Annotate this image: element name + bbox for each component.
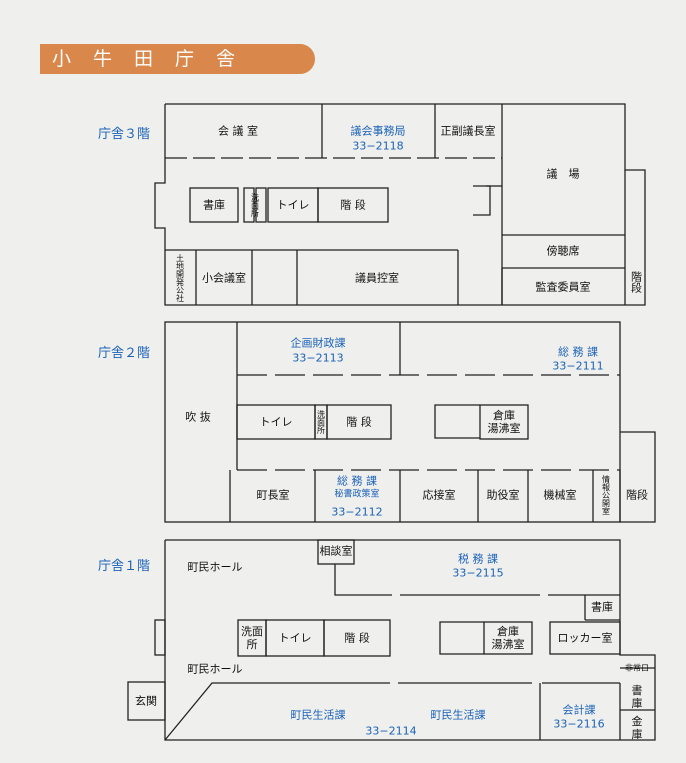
room-shokaigishitsu: 小会議室	[202, 271, 246, 285]
room-chomin-seikatsuka-tel: 33−2114	[365, 724, 417, 738]
room-soko-yuwakashi-2f: 倉庫 湯沸室	[487, 409, 521, 435]
page-title: 小牛田庁舎	[52, 48, 258, 70]
title-band	[40, 44, 315, 74]
floor-label-2f: 庁舎２階	[98, 346, 151, 361]
floor-3-plan	[154, 103, 646, 306]
room-hisho: 秘書政策室	[334, 489, 380, 500]
room-zeimuka-tel: 33−2115	[452, 566, 504, 580]
room-tochi-kaihatsu: 土地開発公社	[175, 254, 185, 302]
room-hijoguchi: 非常口	[625, 663, 649, 673]
room-kaidan-1f: 階 段	[344, 631, 370, 645]
floor-label-1f: 庁舎１階	[98, 559, 151, 574]
room-kinko: 金庫	[631, 715, 643, 741]
room-kikaku-zaiseika: 企画財政課	[290, 336, 346, 350]
room-jyoyakushitsu: 助役室	[486, 488, 520, 502]
room-bochoseki: 傍聴席	[546, 244, 580, 258]
room-chomin-hall-bottom: 町民ホール	[187, 662, 243, 676]
room-shoko-1f-2: 書庫	[631, 684, 643, 710]
room-kikaku-zaiseika-tel: 33−2113	[292, 351, 344, 365]
room-giin-hikaeshitsu: 議員控室	[355, 271, 399, 285]
room-somuka: 総 務 課	[558, 345, 598, 359]
room-toilet-2f: トイレ	[259, 415, 293, 429]
room-kaigishitsu: 会 議 室	[218, 124, 258, 138]
room-kikaishitsu: 機械室	[543, 488, 577, 502]
room-fukinuke: 吹 抜	[185, 410, 211, 424]
room-osetsushitsu: 応接室	[422, 488, 456, 502]
room-chomin-seikatsuka-a: 町民生活課	[290, 708, 346, 722]
room-gikai-jimukyoku-tel: 33−2118	[352, 139, 404, 153]
room-zeimuka: 税 務 課	[458, 552, 498, 566]
floor-label-3f: 庁舎３階	[98, 127, 151, 142]
room-chomin-hall-top: 町民ホール	[187, 560, 243, 574]
room-toilet-3f: トイレ	[276, 198, 310, 212]
floor-1-plan	[127, 539, 656, 741]
room-shoko-3f: 書庫	[203, 198, 225, 212]
room-kaikeika: 会計課	[562, 703, 596, 717]
room-somuka-tel: 33−2111	[552, 359, 604, 373]
room-kaidan-2f: 階 段	[346, 415, 372, 429]
room-senmenjo-3f: 洗面所	[250, 193, 260, 217]
room-chochoshitsu: 町長室	[256, 488, 290, 502]
room-kaikeika-tel: 33−2116	[553, 717, 605, 731]
room-sodanshitsu: 相談室	[319, 544, 353, 558]
room-senmenjo-2f: 洗面所	[316, 410, 326, 434]
room-joho-kokaishitsu: 情報公開室	[601, 475, 611, 515]
room-kaidan-3f-right: 階段	[629, 271, 643, 293]
room-locker: ロッカー室	[557, 631, 613, 645]
room-shoko-1f: 書庫	[591, 600, 613, 614]
room-gijo: 議 場	[546, 167, 580, 181]
room-senmenjo-1f: 洗面所	[241, 625, 263, 651]
room-soko-yuwakashi-1f: 倉庫 湯沸室	[491, 625, 525, 651]
room-seifuku-gichoshitsu: 正副議長室	[440, 124, 496, 138]
room-chomin-seikatsuka-b: 町民生活課	[430, 708, 486, 722]
room-kansa-iinshitsu: 監査委員室	[535, 280, 591, 294]
floor-2-plan	[164, 321, 656, 523]
room-kaidan-3f: 階 段	[340, 198, 366, 212]
room-somuka-2-tel: 33−2112	[331, 505, 383, 519]
room-gikai-jimukyoku: 議会事務局	[350, 124, 406, 138]
room-genkan: 玄関	[135, 694, 157, 708]
room-somuka-2: 総 務 課	[337, 474, 377, 488]
room-kaidan-2f-right: 階段	[626, 488, 648, 502]
room-toilet-1f: トイレ	[278, 631, 312, 645]
